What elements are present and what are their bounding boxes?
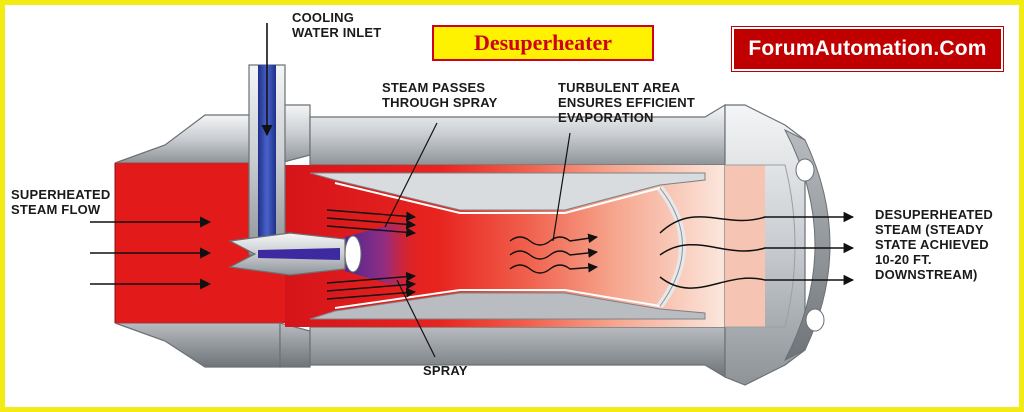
label-desuperheated-steam: DESUPERHEATED STEAM (STEADY STATE ACHIEV… — [875, 207, 993, 282]
spray-cone — [344, 215, 425, 295]
steam-passes-arrows — [326, 209, 416, 300]
outlet-flange — [724, 104, 831, 386]
inlet-flange — [114, 114, 285, 368]
label-cooling-water-inlet: COOLING WATER INLET — [292, 10, 382, 40]
brand-banner: ForumAutomation.Com — [732, 27, 1003, 71]
cooling-water-pipe — [228, 23, 346, 276]
inlet-flow-arrows — [90, 216, 212, 290]
turbulent-arrows — [509, 233, 598, 274]
label-spray: SPRAY — [423, 363, 468, 378]
title-banner: Desuperheater — [432, 25, 654, 61]
desuperheater-diagram — [90, 23, 855, 386]
page-title: Desuperheater — [473, 30, 613, 55]
brand-logo-text: ForumAutomation.Com — [748, 37, 987, 60]
label-turbulent-area: TURBULENT AREA ENSURES EFFICIENT EVAPORA… — [558, 80, 696, 125]
leader-lines — [384, 122, 571, 358]
label-steam-passes: STEAM PASSES THROUGH SPRAY — [382, 80, 498, 110]
label-superheated-flow: SUPERHEATED STEAM FLOW — [11, 187, 111, 217]
main-body — [285, 103, 726, 379]
outlet-arrows — [659, 211, 855, 289]
